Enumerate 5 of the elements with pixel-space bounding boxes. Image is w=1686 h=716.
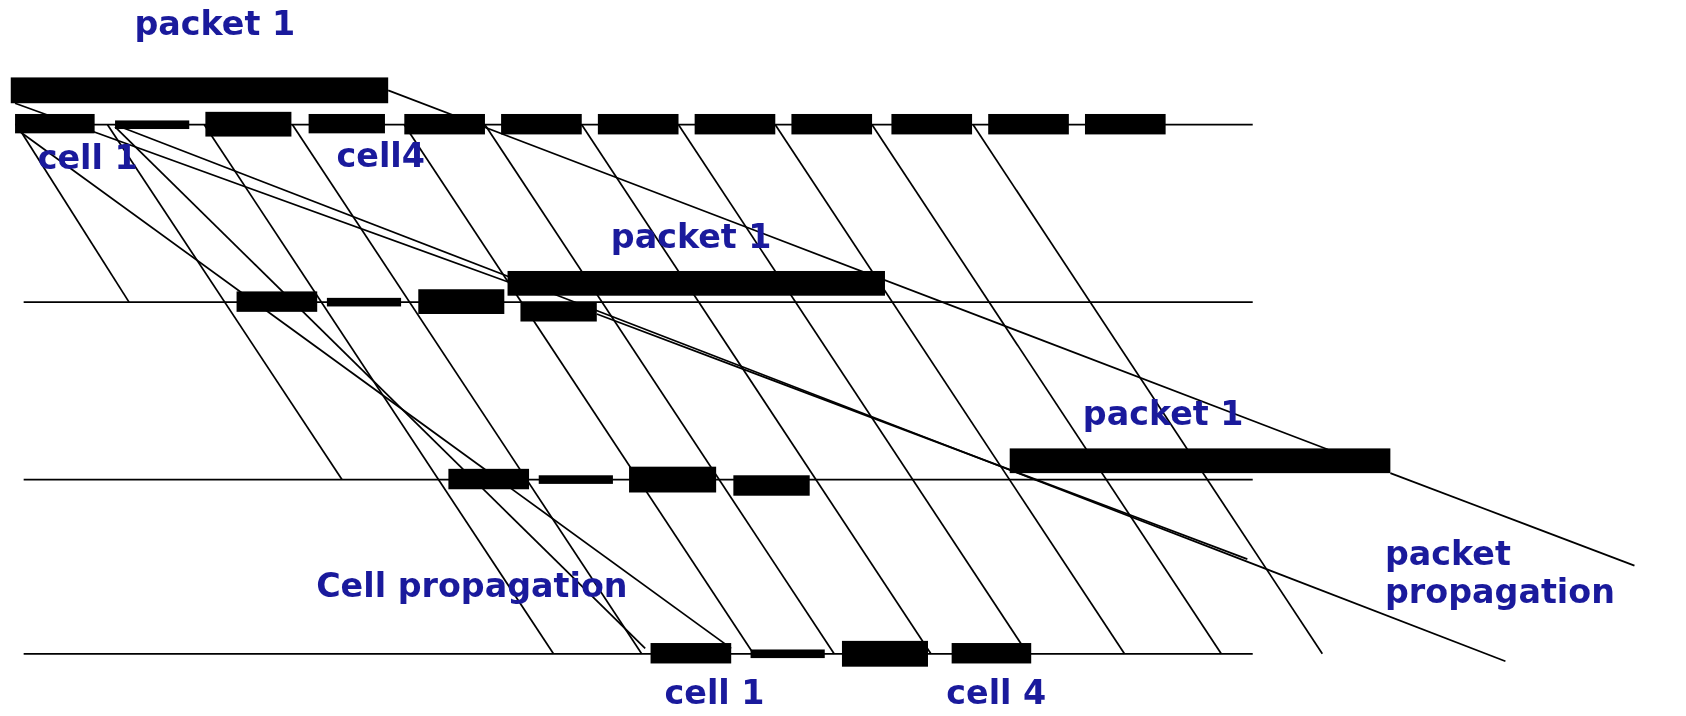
propagation-label: packet propagation (1385, 533, 1616, 611)
packet-label: packet 1 (134, 4, 296, 43)
cell-label: cell 4 (946, 673, 1047, 712)
cell-label: cell4 (336, 135, 425, 175)
cell-label: cell 1 (664, 673, 765, 712)
